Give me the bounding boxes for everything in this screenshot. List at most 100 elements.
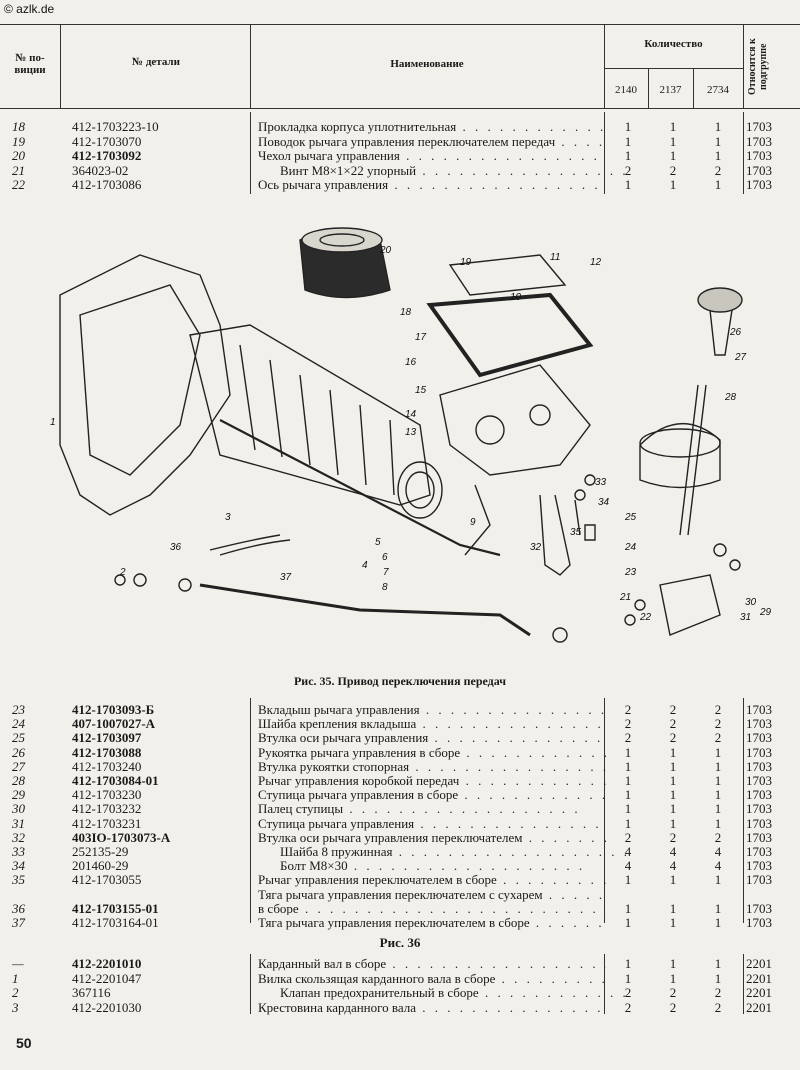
subgroup: 1703 (746, 744, 772, 760)
callout-label: 5 (375, 537, 381, 548)
qty-2734: 4 (714, 858, 722, 874)
callout-label: 28 (724, 392, 737, 403)
hub-29 (659, 574, 721, 636)
part-number: 412-1703088 (72, 744, 142, 760)
subgroup: 1703 (746, 858, 772, 874)
lever-35 (539, 494, 571, 576)
qty-2140: 1 (624, 915, 632, 930)
subgroup-header: Относится к подгруппе (747, 38, 769, 96)
qty-2734: 1 (714, 872, 722, 888)
qty-2140: 1 (624, 758, 632, 774)
part-name: Втулка оси рычага управления переключате… (258, 829, 606, 845)
callout-label: 31 (740, 612, 751, 623)
qty-2734: 2 (714, 162, 722, 178)
gearbox-housing (59, 254, 231, 516)
position-number: 36 (12, 900, 25, 916)
subgroup: 1703 (746, 702, 772, 717)
callout-label: 20 (379, 245, 392, 256)
callout-label: 33 (595, 477, 607, 488)
qty-2137: 1 (669, 915, 677, 930)
qty-2137: 2 (669, 829, 677, 845)
qty-2734: 1 (714, 744, 722, 760)
part-number: 201460-29 (72, 858, 129, 874)
qty-2140: 1 (624, 872, 632, 888)
part-number: 252135-29 (72, 844, 129, 859)
model-2734-header: 2734 (707, 84, 729, 96)
callout-label: 30 (745, 597, 757, 608)
qty-2140: 4 (624, 844, 632, 859)
part-number: 412-1703070 (72, 133, 142, 149)
subgroup: 1703 (746, 758, 772, 774)
table-row: 3 412-2201030 Крестовина карданного вала .… (0, 1000, 800, 1015)
callout-label: 2 (119, 567, 126, 578)
position-number: 20 (12, 148, 25, 163)
lever-9 (464, 484, 491, 556)
subgroup: 2201 (746, 999, 772, 1015)
subgroup: 1703 (746, 716, 772, 732)
lower-boot (639, 423, 721, 489)
part-name: Крестовина карданного вала . . . . . . .… (258, 999, 606, 1015)
rod-37 (199, 583, 531, 637)
qty-2734: 1 (714, 956, 722, 971)
subgroup: 1703 (746, 119, 772, 134)
position-number: 26 (12, 744, 25, 760)
table-header: № по- виции № детали Наименование Количе… (0, 24, 800, 109)
rod-36 (219, 419, 501, 557)
qty-2140: 1 (624, 148, 632, 163)
name-header: Наименование (390, 58, 464, 70)
part-name: Втулка рукоятки стопорная . . . . . . . … (258, 758, 606, 774)
callout-label: 11 (550, 252, 560, 263)
part-name: Тяга рычага управления переключателем с … (258, 886, 606, 915)
qty-2137: 2 (669, 702, 677, 717)
part-number: 412-1703164-01 (72, 915, 159, 930)
subgroup: 1703 (746, 787, 772, 803)
qty-2734: 1 (714, 119, 722, 134)
part-number: 403IO-1703073-А (72, 829, 171, 845)
output-flange (397, 461, 443, 519)
callout-label: 6 (382, 552, 388, 563)
part-name: Клапан предохранительный в сборе . . . .… (280, 985, 628, 1000)
part-number: 412-1703055 (72, 872, 142, 888)
callout-label: 37 (280, 572, 292, 583)
subgroup: 1703 (746, 773, 772, 788)
callout-label: 22 (639, 612, 652, 623)
figure-36-heading: Рис. 36 (379, 935, 421, 950)
qty-2137: 1 (669, 148, 677, 163)
part-number: 412-2201047 (72, 970, 142, 986)
part-number: 412-1703155-01 (72, 900, 159, 916)
plate-19 (448, 254, 567, 296)
subgroup: 1703 (746, 133, 772, 149)
callout-label: 1 (50, 417, 56, 428)
part-name: Ось рычага управления . . . . . . . . . … (258, 177, 606, 192)
qty-2140: 2 (624, 730, 632, 746)
subgroup: 1703 (746, 872, 772, 888)
model-2140-header: 2140 (615, 84, 637, 96)
quantity-header: Количество (644, 38, 703, 50)
qty-2137: 1 (669, 119, 677, 134)
part-number-header: № детали (132, 56, 180, 68)
part-name: Ступица рычага управления . . . . . . . … (258, 815, 606, 831)
part-name: Прокладка корпуса уплотнительная . . . .… (258, 119, 606, 134)
callout-label: 35 (570, 527, 582, 538)
part-name: Рычаг управления переключателем в сборе … (258, 872, 606, 888)
subgroup: 1703 (746, 844, 772, 859)
gearbox-extension (189, 324, 431, 506)
position-number: 3 (12, 999, 19, 1015)
part-number: 412-1703092 (72, 148, 142, 163)
part-number: 412-2201030 (72, 999, 142, 1015)
subgroup: 1703 (746, 801, 772, 817)
qty-2140: 1 (624, 177, 632, 192)
model-2137-header: 2137 (659, 84, 682, 96)
qty-2137: 1 (669, 815, 677, 831)
